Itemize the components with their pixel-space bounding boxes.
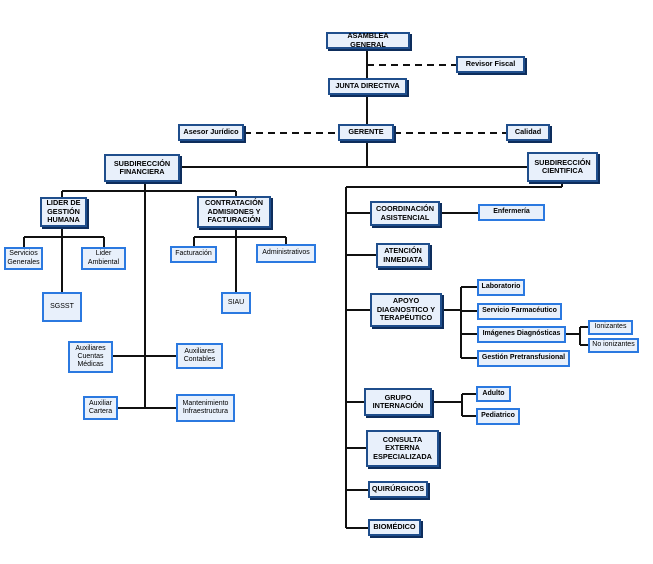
subdireccion-cientifica-box: SUBDIRECCIÓN CIENTIFICA (527, 152, 598, 182)
administrativos-box: Administrativos (256, 244, 316, 263)
calidad-box: Calidad (506, 124, 550, 141)
imagenes-diagnosticas-box: Imágenes Diagnósticas (477, 326, 566, 343)
contratacion-box: CONTRATACIÓN ADMISIONES Y FACTURACIÓN (197, 196, 271, 228)
consulta-externa-box: CONSULTA EXTERNA ESPECIALIZADA (366, 430, 439, 467)
auxiliares-contables-box: Auxiliares Contables (176, 343, 223, 369)
enfermeria-box: Enfermería (478, 204, 545, 221)
quirurgicos-box: QUIRÚRGICOS (368, 481, 428, 498)
coordinacion-asistencial-box: COORDINACIÓN ASISTENCIAL (370, 201, 440, 226)
biomedico-box: BIOMÉDICO (368, 519, 421, 536)
sgsst-box: SGSST (42, 292, 82, 322)
servicios-generales-box: Servicios Generales (4, 247, 43, 270)
revisor-fiscal-box: Revisor Fiscal (456, 56, 525, 73)
lider-gestion-humana-box: LIDER DE GESTIÓN HUMANA (40, 197, 87, 227)
subdireccion-financiera-box: SUBDIRECCIÓN FINANCIERA (104, 154, 180, 182)
asamblea-general-box: ASAMBLEA GENERAL (326, 31, 410, 49)
junta-directiva-box: JUNTA DIRECTIVA (328, 78, 407, 95)
apoyo-diagnostico-box: APOYO DIAGNOSTICO Y TERAPÉUTICO (370, 293, 442, 327)
asesor-juridico-box: Asesor Jurídico (178, 124, 244, 141)
pediatrico-box: Pediatrico (476, 408, 520, 425)
mantenimiento-infraestructura-box: Mantenimiento Infraestructura (176, 394, 235, 422)
gerente-box: GERENTE (338, 124, 394, 141)
atencion-inmediata-box: ATENCIÓN INMEDIATA (376, 243, 430, 268)
lider-ambiental-box: Lider Ambiental (81, 247, 126, 270)
adulto-box: Adulto (476, 386, 511, 402)
auxiliar-cartera-box: Auxiliar Cartera (83, 396, 118, 420)
facturacion-box: Facturación (170, 246, 217, 263)
grupo-internacion-box: GRUPO INTERNACIÓN (364, 388, 432, 416)
auxiliares-cuentas-medicas-box: Auxiliares Cuentas Médicas (68, 341, 113, 373)
siau-box: SIAU (221, 292, 251, 314)
laboratorio-box: Laboratorio (477, 279, 525, 296)
no-ionizantes-box: No ionizantes (588, 338, 639, 353)
servicio-farmaceutico-box: Servicio Farmacéutico (477, 303, 562, 320)
gestion-pretransfusional-box: Gestión Pretransfusional (477, 350, 570, 367)
ionizantes-box: Ionizantes (588, 320, 633, 335)
